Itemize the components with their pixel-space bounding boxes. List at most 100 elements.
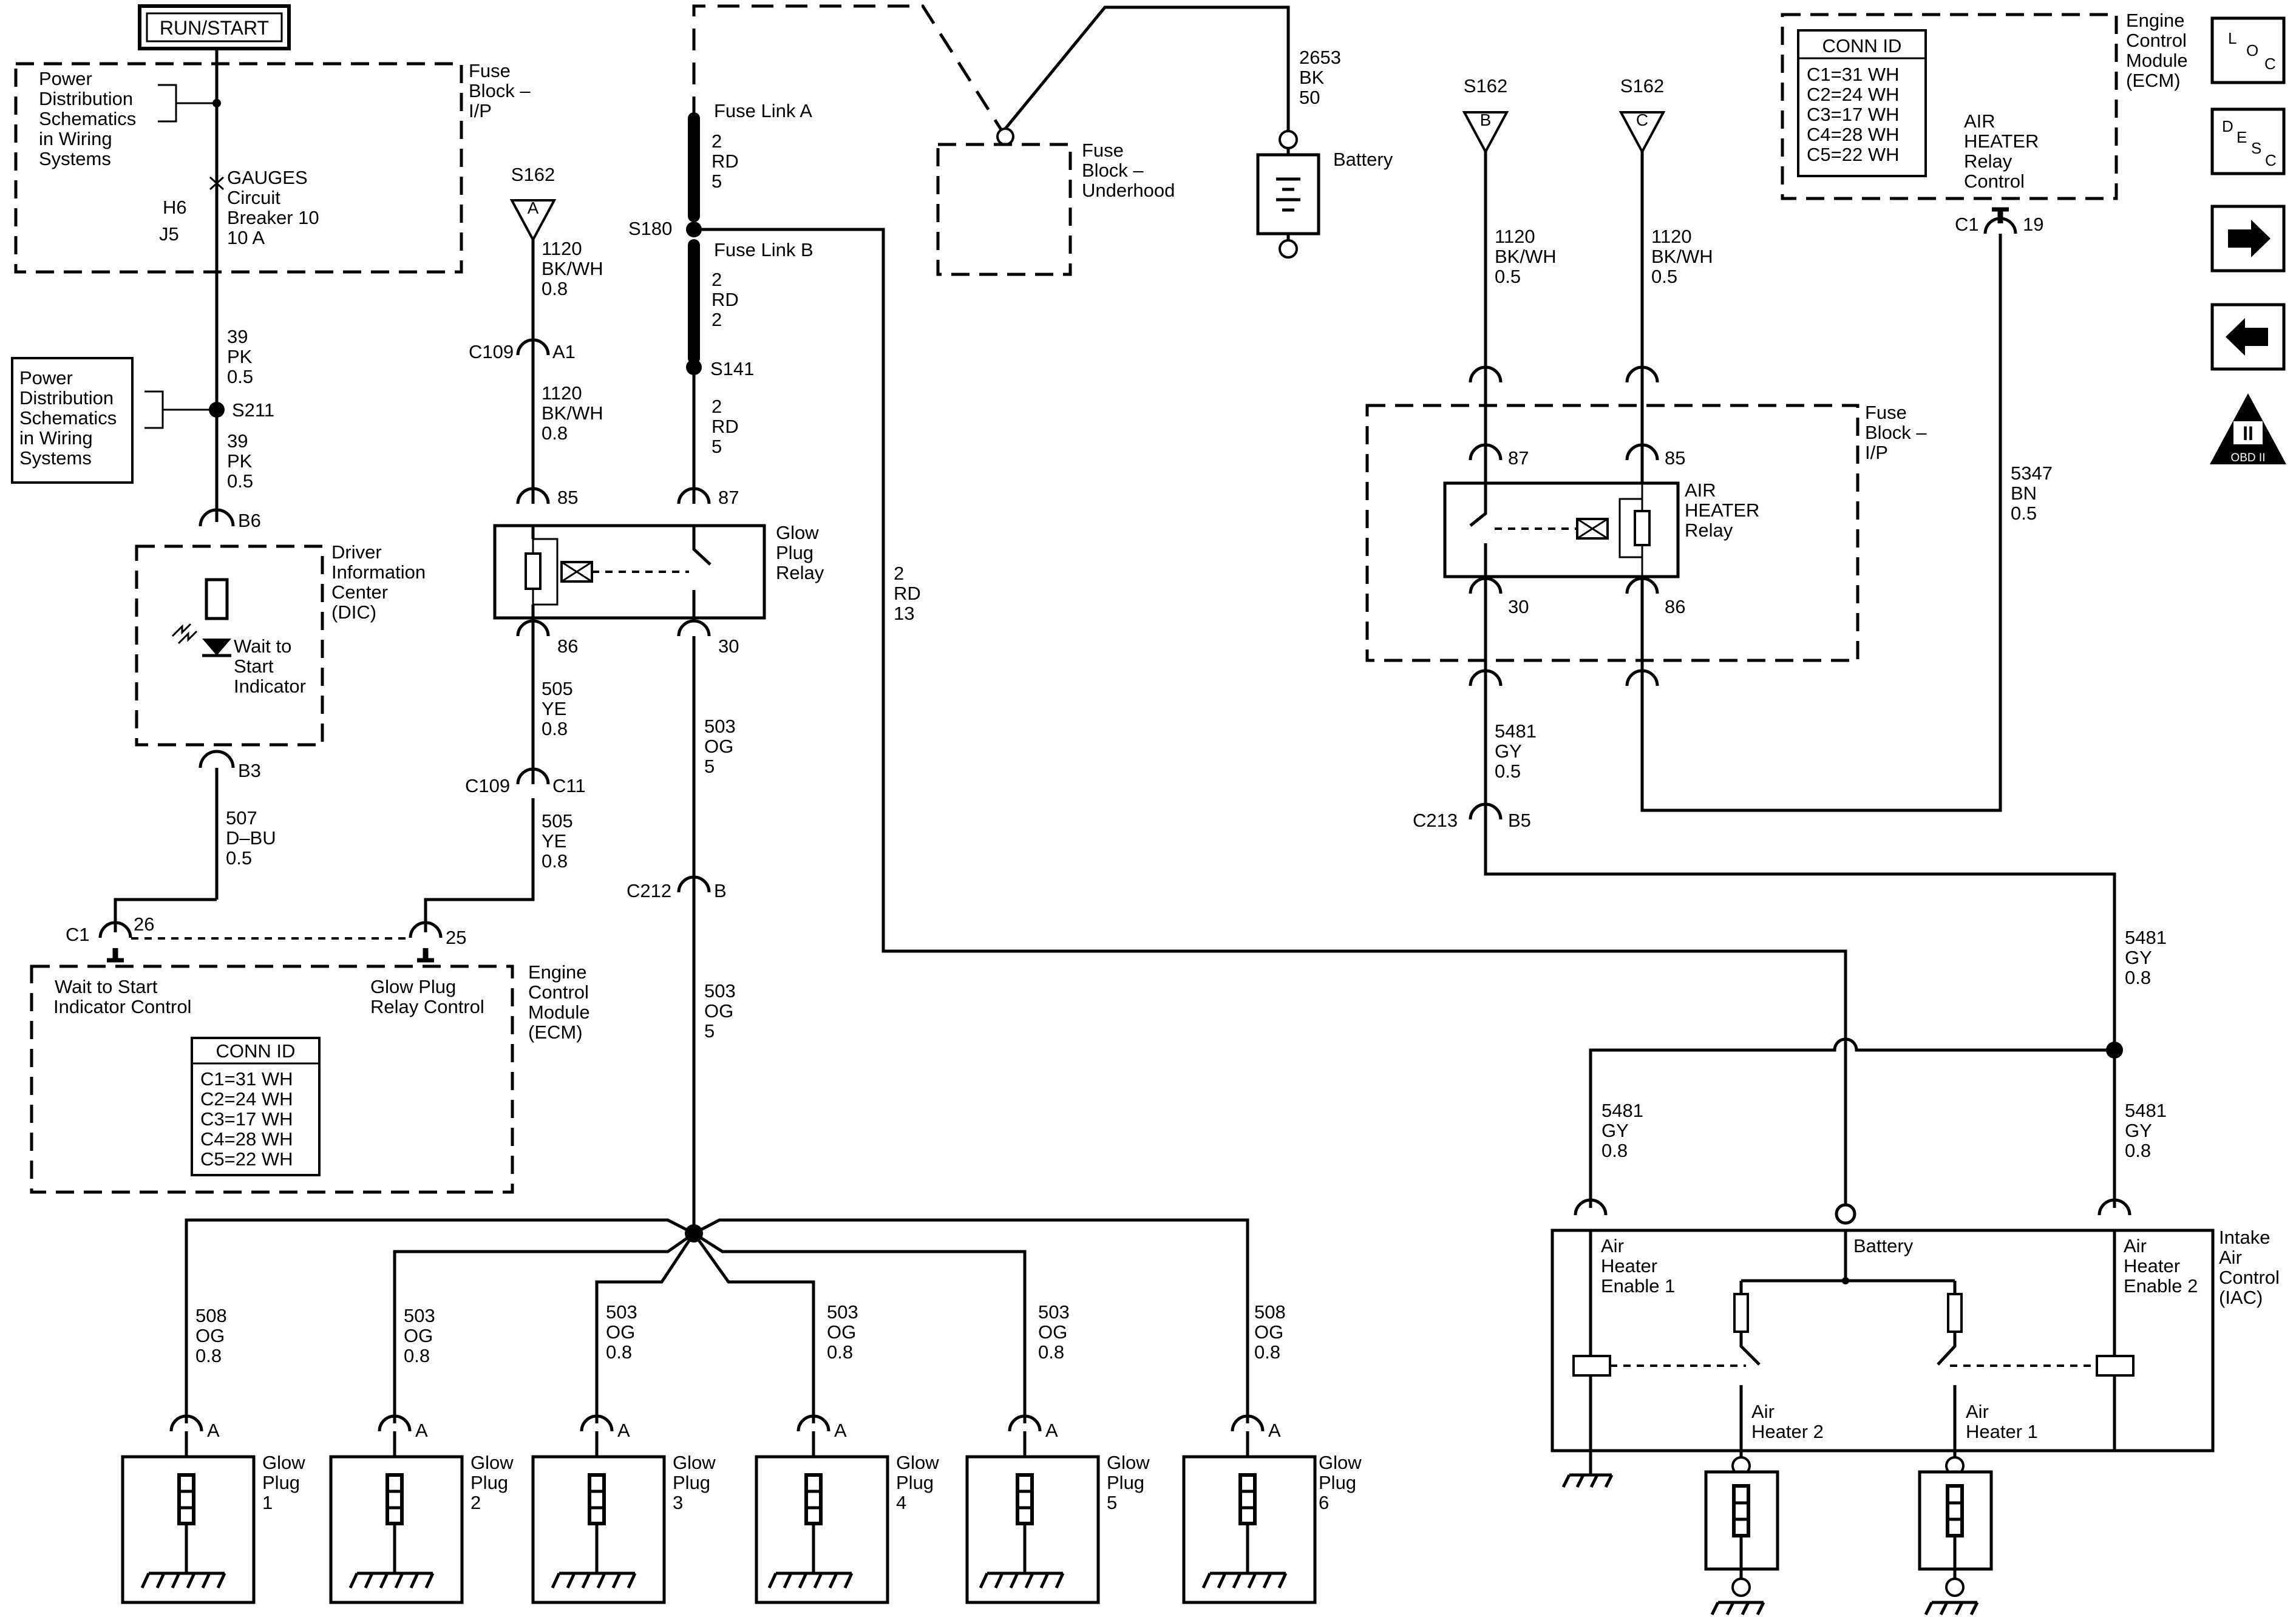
glow-plug-4-pin: A: [834, 1420, 847, 1441]
glow-plug-2-label: Glow Plug 2: [470, 1452, 518, 1513]
s162-c-splice: S162: [1620, 75, 1664, 97]
fuse-link-b-label: Fuse Link B: [714, 239, 813, 260]
ecm-right-pin-19: 19: [2023, 214, 2043, 235]
iac-title: Intake Air Control (IAC): [2219, 1227, 2285, 1308]
wire-5481-gy-left: 5481 GY 0.8: [1601, 1100, 1649, 1161]
ah-pin-87: 87: [1508, 447, 1529, 469]
ecm-left-title: Engine Control Module (ECM): [528, 961, 595, 1043]
s162-c-letter: C: [1636, 110, 1648, 129]
glow-plug-2-wire: 503 OG 0.8: [404, 1305, 440, 1366]
intake-air-control: 5481 GY 0.8 5481 GY 0.8 5481 GY 0.8 Inta…: [1550, 927, 2285, 1488]
arrow-left-icon: [2226, 318, 2268, 356]
glow-plug-2-pin: A: [415, 1420, 428, 1441]
c109-a1-pin: A1: [552, 341, 576, 362]
wire-39-pk-bottom: 39 PK 0.5: [227, 430, 257, 492]
wire-1120-top: 1120 BK/WH 0.8: [542, 238, 608, 299]
obd-ii-label: OBD II: [2230, 452, 2265, 464]
glow-plug-3-label: Glow Plug 3: [673, 1452, 721, 1513]
run-start-source: RUN/START: [138, 4, 291, 50]
pin-b6: B6: [238, 510, 261, 531]
glow-plug-2: 503 OG 0.8 A Glow Plug 2: [329, 1305, 518, 1604]
air-heater-relay-control: AIR HEATER Relay Control: [1964, 110, 2044, 192]
air-heater-2-label: Air Heater 2: [1751, 1401, 1824, 1442]
ecm-right-title: Engine Control Module (ECM): [2126, 10, 2193, 91]
air-heater-enable-1: Air Heater Enable 1: [1601, 1235, 1675, 1297]
battery: 2653 BK 50 Battery: [1256, 47, 1393, 259]
s141-label: S141: [710, 358, 754, 379]
obd-ii-button[interactable]: II OBD II: [2210, 393, 2286, 464]
glow-plug-3: 503 OG 0.8 A Glow Plug 3: [531, 1301, 721, 1604]
driver-information-center: B6 Driver Information Center (DIC) Wait …: [114, 508, 431, 932]
glow-plug-1-label: Glow Plug 1: [262, 1452, 310, 1513]
air-heater-1-element: [1918, 1456, 1993, 1616]
c109-a1-conn: C109: [469, 341, 514, 362]
desc-button[interactable]: D E S C: [2210, 107, 2286, 175]
ah-relay-title: AIR HEATER Relay: [1685, 480, 1765, 541]
pin-j5: J5: [159, 223, 179, 245]
glow-plug-relay-control: Glow Plug Relay Control: [370, 976, 484, 1017]
pin-26: 26: [134, 914, 154, 935]
run-start-label: RUN/START: [160, 17, 269, 39]
wire-1120-b: 1120 BK/WH 0.5: [1495, 226, 1561, 287]
pin-h6: H6: [163, 197, 187, 218]
c109-c11-conn: C109: [465, 775, 510, 796]
glow-relay-pin-30: 30: [718, 636, 739, 657]
glow-plug-5-label: Glow Plug 5: [1107, 1452, 1155, 1513]
c109-c11-pin: C11: [552, 775, 586, 796]
wire-2-rd-5-a: 2 RD 5: [712, 131, 744, 192]
ah-fuse-block-title: Fuse Block – I/P: [1865, 402, 1932, 463]
previous-page-button[interactable]: [2210, 303, 2286, 371]
c212-conn: C212: [627, 880, 671, 901]
fuse-block-underhood-title: Fuse Block – Underhood: [1082, 140, 1175, 201]
desc-letter-d: D: [2222, 117, 2233, 135]
ecm-left-c1: C1: [66, 924, 90, 945]
glow-relay-pin-86: 86: [557, 636, 578, 657]
wire-1120-mid: 1120 BK/WH 0.8: [542, 382, 608, 444]
splice-s211: 39 PK 0.5 S211 Power Distribution Schema…: [11, 326, 274, 492]
wire-5481-gy-top: 5481 GY 0.8: [2125, 927, 2172, 988]
loc-letter-l: L: [2228, 29, 2237, 47]
glow-plug-feed: 503 OG 5 C212 B 503 OG 5: [185, 636, 1249, 1423]
air-heater-enable-2: Air Heater Enable 2: [2124, 1235, 2198, 1297]
wire-39-pk-top: 39 PK 0.5: [227, 326, 257, 387]
air-heater-relay: S162 B S162 C 1120 BK/WH 0.5 1120 BK/WH …: [1365, 75, 2116, 1208]
glow-plug-6-label: Glow Plug 6: [1319, 1452, 1367, 1513]
fuse-links: Fuse Link A 2 RD 5 S180 Fuse Link B 2 RD…: [628, 4, 1847, 1042]
ecm-right-c1: C1: [1955, 214, 1979, 235]
wire-5481-gy-right: 5481 GY 0.8: [2125, 1100, 2172, 1161]
desc-letter-s: S: [2251, 139, 2261, 157]
pds-note-s211: Power Distribution Schematics in Wiring …: [19, 367, 122, 469]
gauges-breaker-label: GAUGES Circuit Breaker 10 10 A: [227, 167, 324, 248]
s180-label: S180: [628, 218, 672, 239]
wait-to-start-control: Wait to Start Indicator Control: [53, 976, 191, 1017]
glow-plug-6-wire: 508 OG 0.8: [1254, 1301, 1291, 1363]
glow-plug-5-wire: 503 OG 0.8: [1038, 1301, 1075, 1363]
desc-letter-c: C: [2265, 151, 2277, 169]
glow-plug-relay: S162 A 1120 BK/WH 0.8 C109 A1 1120 BK/WH…: [465, 164, 824, 872]
glow-plug-4-label: Glow Plug 4: [896, 1452, 944, 1513]
ecm-left-connid-rows: C1=31 WH C2=24 WH C3=17 WH C4=28 WH C5=2…: [200, 1068, 298, 1170]
glow-relay-title: Glow Plug Relay: [776, 522, 824, 583]
ecm-left: C1 26 25 Engine Control Module (ECM) Wai…: [30, 798, 595, 1194]
dic-title: Driver Information Center (DIC): [331, 541, 431, 623]
wire-503-og-30: 503 OG 5: [704, 716, 741, 777]
fuse-link-a-label: Fuse Link A: [714, 100, 812, 121]
fuse-block-ip-title: Fuse Block – I/P: [469, 60, 535, 121]
wait-to-start-indicator: Wait to Start Indicator: [234, 636, 306, 697]
ecm-left-connid-title: CONN ID: [216, 1040, 296, 1062]
glow-plug-3-pin: A: [617, 1420, 630, 1441]
ah-pin-30: 30: [1508, 596, 1529, 617]
ecm-right-connid-rows: C1=31 WH C2=24 WH C3=17 WH C4=28 WH C5=2…: [1807, 64, 1904, 165]
next-page-button[interactable]: [2210, 205, 2286, 273]
obd-ii-mark: II: [2243, 422, 2254, 444]
loc-button[interactable]: L O C: [2210, 16, 2286, 84]
wire-2-rd-2: 2 RD 2: [712, 269, 744, 330]
glow-plug-3-wire: 503 OG 0.8: [606, 1301, 642, 1363]
ecm-right-connid-title: CONN ID: [1822, 35, 1902, 56]
desc-letter-e: E: [2237, 128, 2247, 146]
ah-pin-86: 86: [1665, 596, 1685, 617]
glow-plug-1-wire: 508 OG 0.8: [195, 1305, 232, 1366]
glow-plug-1: 508 OG 0.8 A Glow Plug 1: [121, 1305, 310, 1604]
c212-pin: B: [714, 880, 727, 901]
wire-507-dbu: 507 D–BU 0.5: [226, 807, 281, 869]
